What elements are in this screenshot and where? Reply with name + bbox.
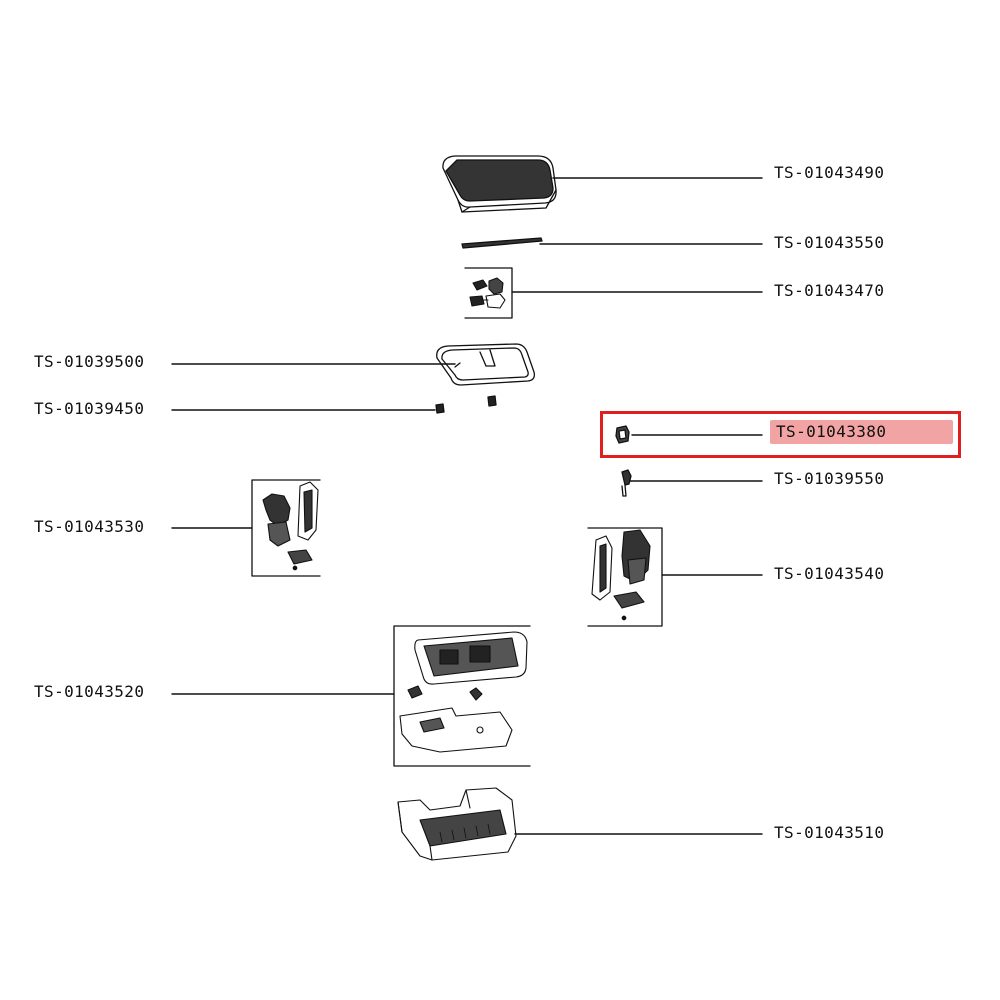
frame-right-hinge-assembly: [587, 527, 663, 627]
hinge-clips-drawing: [469, 277, 506, 309]
seal-strip-drawing: [461, 237, 543, 249]
frame-left-hinge-assembly: [251, 479, 321, 577]
assembly-frames: [251, 267, 663, 767]
top-grill-plate-drawing: [442, 155, 557, 213]
frame-bottom-plate-assembly: [393, 625, 531, 767]
part-label-right-hinge-assembly[interactable]: TS-01043540: [774, 564, 885, 583]
part-label-left-hinge-assembly[interactable]: TS-01043530: [34, 517, 145, 536]
sensor-probe-drawing: [621, 469, 632, 497]
frame-hinge-clips: [464, 267, 513, 319]
part-label-top-grill-plate[interactable]: TS-01043490: [774, 163, 885, 182]
part-label-sensor-probe[interactable]: TS-01039550: [774, 469, 885, 488]
part-label-heating-element[interactable]: TS-01039500: [34, 352, 145, 371]
part-label-small-clip[interactable]: TS-01043380: [770, 420, 953, 444]
part-label-base-housing[interactable]: TS-01043510: [774, 823, 885, 842]
heating-element-drawing: [436, 343, 536, 386]
leader-lines: [171, 177, 763, 835]
part-label-hinge-clips[interactable]: TS-01043470: [774, 281, 885, 300]
part-label-bottom-plate-assembly[interactable]: TS-01043520: [34, 682, 145, 701]
small-clip-drawing: [615, 425, 630, 444]
bottom-plate-assembly-drawing: [399, 631, 528, 753]
base-housing-drawing: [397, 787, 517, 861]
left-hinge-assembly-drawing: [262, 481, 319, 571]
part-label-element-brackets[interactable]: TS-01039450: [34, 399, 145, 418]
element-brackets-drawing: [435, 395, 497, 414]
part-label-seal-strip[interactable]: TS-01043550: [774, 233, 885, 252]
right-hinge-assembly-drawing: [591, 529, 651, 621]
